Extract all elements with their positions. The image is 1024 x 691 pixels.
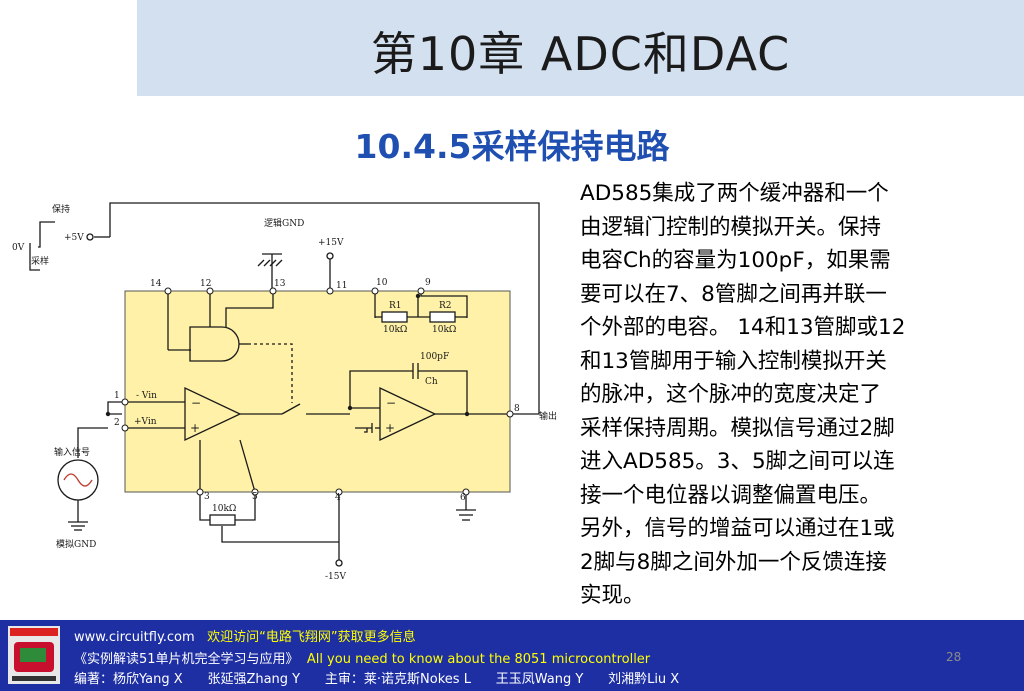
minus15v-label: -15V — [325, 572, 346, 582]
pin-1: 1 — [114, 391, 120, 401]
sample-label: 采样 — [31, 255, 49, 267]
header-band — [137, 0, 1024, 96]
footer-book-cn: 《实例解读51单片机完全学习与应用》 — [74, 652, 299, 667]
opamp2-minus: − — [386, 396, 396, 410]
footer-authors: 编著：杨欣Yang X 张延强Zhang Y 主审：莱·诺克斯Nokes L 王… — [74, 672, 680, 687]
footer-book-en: All you need to know about the 8051 micr… — [306, 652, 651, 667]
plus15v-label: +15V — [318, 238, 344, 248]
description-line: 另外，信号的增益可以通过在1或 — [580, 516, 895, 541]
description-line: 由逻辑门控制的模拟开关。保持 — [580, 214, 882, 240]
sample-hold-schematic: 保持 0V 采样 +5V 逻辑GND +15V -15V 14 12 13 11… — [12, 202, 557, 582]
description-line: 实现。 — [580, 583, 645, 608]
minus-vin-label: - Vin — [136, 391, 157, 401]
description-line: 要可以在7、8管脚之间再并联一 — [580, 281, 887, 307]
pin-13: 13 — [274, 279, 286, 289]
description-line: 和13管脚用于输入控制模拟开关 — [580, 348, 887, 374]
pin-3: 3 — [204, 492, 210, 502]
opamp2-plus: + — [385, 421, 395, 435]
plus-vin-label: +Vin — [134, 417, 157, 427]
capacitor-name: Ch — [425, 377, 438, 387]
footer-bar: www.circuitfly.com 欢迎访问“电路飞翔网”获取更多信息 《实例… — [0, 620, 1024, 691]
description-text: AD585集成了两个缓冲器和一个 由逻辑门控制的模拟开关。保持 电容Ch的容量为… — [580, 177, 1000, 613]
page-number: 28 — [946, 650, 962, 664]
chapter-title: 第10章 ADC和DAC — [370, 27, 791, 81]
description-line: 2脚与8脚之间外加一个反馈连接 — [580, 549, 887, 575]
pin-8: 8 — [514, 404, 520, 414]
r1-value: 10kΩ — [383, 325, 407, 335]
logic-gnd-label: 逻辑GND — [264, 217, 304, 229]
pin-12: 12 — [200, 279, 211, 289]
zero-v-label: 0V — [12, 243, 25, 253]
hold-label: 保持 — [52, 203, 70, 215]
output-buffer-opamp — [379, 386, 437, 442]
pin-2: 2 — [114, 418, 120, 428]
section-title: 10.4.5采样保持电路 — [354, 127, 670, 166]
pot-value: 10kΩ — [212, 504, 236, 514]
description-line: 接一个电位器以调整偏置电压。 — [580, 482, 882, 508]
r2-value: 10kΩ — [432, 325, 456, 335]
input-signal-label: 输入信号 — [54, 446, 90, 458]
input-buffer-opamp — [184, 386, 242, 442]
pin-14: 14 — [150, 279, 162, 289]
description-line: 个外部的电容。 14和13管脚或12 — [580, 315, 906, 340]
description-line: AD585集成了两个缓冲器和一个 — [580, 181, 889, 206]
pin-9: 9 — [425, 278, 431, 288]
r1-name: R1 — [389, 301, 402, 311]
footer-website-link[interactable]: www.circuitfly.com — [74, 630, 195, 645]
pin-10: 10 — [376, 278, 388, 288]
description-line: 采样保持周期。模拟信号通过2脚 — [580, 415, 895, 441]
footer-line-1: www.circuitfly.com 欢迎访问“电路飞翔网”获取更多信息 — [74, 626, 416, 645]
description-line: 进入AD585。3、5脚之间可以连 — [580, 449, 895, 474]
output-label: 输出 — [539, 410, 557, 422]
analog-gnd-label: 模拟GND — [56, 538, 96, 550]
pin-6: 6 — [460, 493, 466, 503]
capacitor-value: 100pF — [420, 352, 449, 362]
description-line: 电容Ch的容量为100pF，如果需 — [580, 248, 891, 273]
book-cover-logo — [8, 626, 60, 684]
footer-line-2: 《实例解读51单片机完全学习与应用》 All you need to know … — [74, 648, 650, 667]
pin-5: 5 — [252, 492, 258, 502]
footer-welcome-text: 欢迎访问“电路飞翔网”获取更多信息 — [207, 630, 416, 645]
opamp1-minus: − — [191, 396, 201, 410]
r2-name: R2 — [439, 301, 452, 311]
pin-4: 4 — [335, 493, 341, 503]
description-line: 的脉冲，这个脉冲的宽度决定了 — [580, 382, 882, 407]
opamp1-plus: + — [190, 421, 200, 435]
and-gate-symbol — [189, 326, 240, 362]
plus5v-label: +5V — [64, 233, 84, 243]
pin-11: 11 — [336, 281, 347, 291]
